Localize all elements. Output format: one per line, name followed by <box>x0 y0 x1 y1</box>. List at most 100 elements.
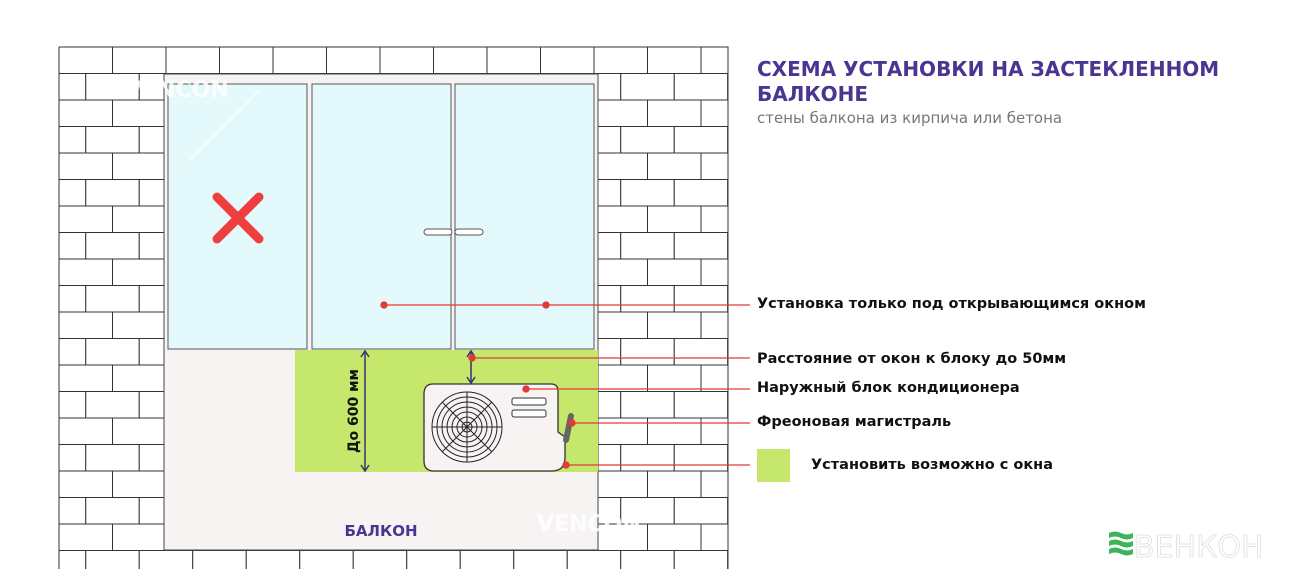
brick <box>513 550 568 569</box>
brick <box>272 46 327 74</box>
window-sash-right <box>454 83 595 350</box>
brick <box>486 46 541 74</box>
brick <box>647 417 702 445</box>
brick <box>647 523 702 551</box>
brick <box>700 417 729 445</box>
brick <box>85 444 140 472</box>
brick <box>58 311 113 339</box>
brick <box>647 470 702 498</box>
brick <box>112 417 167 445</box>
brick <box>58 99 113 127</box>
brick <box>620 73 675 101</box>
brick <box>593 205 648 233</box>
cross-icon <box>212 192 264 244</box>
brick <box>58 470 113 498</box>
brick <box>620 497 675 525</box>
brick <box>700 46 729 74</box>
brick <box>647 46 702 74</box>
brick <box>58 285 87 313</box>
brick <box>58 179 87 207</box>
brick <box>85 391 140 419</box>
brick <box>112 470 167 498</box>
brick <box>85 179 140 207</box>
brick <box>620 285 675 313</box>
height-dimension-label: До 600 мм <box>346 369 362 453</box>
brick <box>700 258 729 286</box>
brick <box>58 232 87 260</box>
brick <box>112 364 167 392</box>
brick <box>433 46 488 74</box>
brick <box>620 179 675 207</box>
brick <box>620 126 675 154</box>
brick <box>58 73 87 101</box>
brick <box>58 444 87 472</box>
brick <box>593 470 648 498</box>
brick <box>673 391 729 419</box>
brick <box>85 338 140 366</box>
brick <box>165 46 220 74</box>
brick <box>326 46 381 74</box>
green-zone-legend-swatch <box>757 449 790 482</box>
brick <box>700 364 729 392</box>
brick <box>673 497 729 525</box>
leader-lines <box>380 301 750 469</box>
brick <box>700 311 729 339</box>
brick <box>593 417 648 445</box>
brick <box>85 232 140 260</box>
brick <box>112 258 167 286</box>
brick <box>58 497 87 525</box>
brick <box>58 152 113 180</box>
brick <box>647 258 702 286</box>
venkon-logo-text: ВЕНКОН <box>1134 530 1264 565</box>
brick <box>138 550 194 569</box>
brick <box>700 523 729 551</box>
brick <box>620 444 675 472</box>
brick <box>593 46 648 74</box>
legend-item-outdoor-unit: Наружный блок кондиционера <box>757 380 1020 396</box>
brick <box>647 311 702 339</box>
brick <box>700 152 729 180</box>
brick <box>85 285 140 313</box>
brick <box>245 550 301 569</box>
brick <box>58 126 87 154</box>
brick <box>459 550 515 569</box>
brick <box>593 523 648 551</box>
brick <box>112 99 167 127</box>
brick <box>673 179 729 207</box>
page-subtitle: стены балкона из кирпича или бетона <box>757 109 1063 127</box>
balcony-label: БАЛКОН <box>344 522 417 540</box>
brick <box>673 126 729 154</box>
window-handle-left <box>423 228 453 236</box>
brick <box>85 550 140 569</box>
brick <box>673 285 729 313</box>
brick <box>540 46 595 74</box>
brick <box>620 338 675 366</box>
brick <box>58 391 87 419</box>
window-handle-right <box>454 228 484 236</box>
brick <box>620 232 675 260</box>
brick <box>219 46 274 74</box>
brick <box>352 550 408 569</box>
brick <box>593 258 648 286</box>
fan-grille-icon <box>431 391 503 463</box>
brick <box>58 523 113 551</box>
brick <box>112 46 167 74</box>
brick <box>673 550 729 569</box>
brick <box>58 550 87 569</box>
brick <box>673 232 729 260</box>
outdoor-ac-unit <box>423 383 574 472</box>
brick <box>112 152 167 180</box>
brick <box>112 205 167 233</box>
window-sash-left <box>311 83 452 350</box>
brick <box>58 46 113 74</box>
venkon-logo-icon <box>1109 531 1133 556</box>
brick <box>647 364 702 392</box>
brick <box>192 550 247 569</box>
brick <box>700 205 729 233</box>
brick <box>58 364 113 392</box>
brick <box>593 99 648 127</box>
brick <box>299 550 354 569</box>
legend-item-freon-line: Фреоновая магистраль <box>757 414 952 430</box>
brick <box>673 73 729 101</box>
